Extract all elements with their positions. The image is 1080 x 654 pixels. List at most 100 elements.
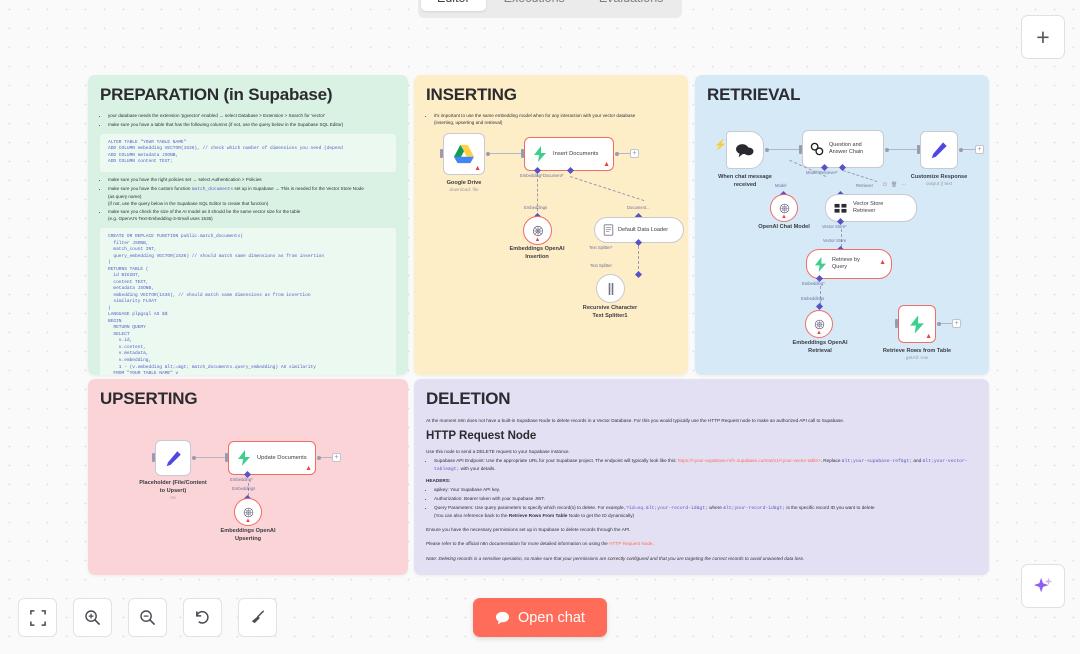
splitter-icon — [608, 282, 613, 295]
node-retrieve-by-query[interactable]: Retrieve by Query ▲ — [806, 249, 892, 279]
warning-icon: ▲ — [781, 214, 787, 220]
output-port[interactable] — [937, 322, 941, 326]
node-embeddings-openai-upserting[interactable]: ▲ — [234, 498, 262, 526]
endpoint-url[interactable]: https://<your-supabase-ref>.supabase.co/… — [677, 458, 821, 464]
output-port[interactable] — [615, 152, 619, 156]
node-hover-toolbar[interactable]: ⏻ 🗑 ⋯ — [883, 182, 906, 188]
node-label-text-splitter-2: Text Splitter1 — [592, 313, 628, 319]
pencil-icon — [931, 142, 947, 159]
node-recursive-text-splitter[interactable] — [596, 274, 625, 303]
input-port[interactable] — [440, 149, 443, 158]
node-openai-chat-model[interactable]: ▲ — [770, 194, 798, 222]
list-item: make sure you have the custom function m… — [108, 186, 396, 208]
open-chat-button[interactable]: Open chat — [473, 598, 607, 637]
connector-label: Embedding*Document* — [520, 173, 564, 178]
node-embeddings-openai-retrieval[interactable]: ▲ — [805, 310, 833, 338]
list-item: make sure you have a table that has the … — [108, 122, 396, 129]
connector — [963, 149, 975, 150]
node-update-documents[interactable]: Update Documents ▲ — [228, 441, 316, 475]
node-title-update-documents: Update Documents — [257, 455, 307, 461]
text: make sure you have the custom function — [108, 185, 192, 191]
code-query-param-2: &lt;your-record-id&gt; — [723, 506, 786, 512]
node-placeholder-upsert[interactable] — [155, 440, 191, 476]
output-port[interactable] — [885, 148, 889, 152]
node-chat-trigger[interactable] — [726, 131, 764, 169]
zoom-out-button[interactable] — [128, 598, 167, 637]
editor-tabbar: Editor Executions Evaluations — [418, 0, 683, 18]
preparation-sql-match-documents: CREATE OR REPLACE FUNCTION public.match_… — [100, 228, 396, 375]
warning-icon: ▲ — [474, 165, 481, 172]
output-port[interactable] — [317, 456, 321, 460]
add-node-button[interactable]: + — [1021, 15, 1065, 59]
sticky-note-deletion[interactable]: DELETION At the moment n8n does not have… — [414, 379, 989, 575]
tab-editor[interactable]: Editor — [421, 0, 486, 12]
deletion-headers-list: apikey: Your Supabase API key. Authoriza… — [426, 486, 977, 519]
undo-icon — [196, 610, 209, 624]
input-port[interactable] — [152, 453, 155, 462]
code-vector-table: &lt;your-vector-table&gt; — [434, 459, 968, 473]
node-insert-documents[interactable]: Insert Documents ▲ — [524, 137, 614, 171]
connector-label: Vector Store* — [822, 224, 847, 229]
warning-icon: ▲ — [925, 333, 932, 340]
openai-icon — [779, 203, 789, 213]
output-port[interactable] — [486, 152, 490, 156]
text: (You can also reference back to the — [434, 513, 509, 519]
node-vector-store-retriever[interactable]: Vector Store Retriever — [825, 194, 917, 222]
node-google-drive[interactable]: ▲ — [443, 133, 485, 175]
sticky-note-preparation[interactable]: PREPARATION (in Supabase) your database … — [88, 75, 408, 375]
input-port[interactable] — [225, 453, 228, 462]
output-port[interactable] — [192, 456, 196, 460]
input-port[interactable] — [895, 319, 898, 328]
node-label-embeddings-insertion-2: Insertion — [525, 254, 549, 260]
input-port[interactable] — [799, 145, 802, 154]
zoom-in-button[interactable] — [73, 598, 112, 637]
node-qa-chain[interactable]: Question and Answer Chain — [802, 130, 884, 168]
add-node-port[interactable]: + — [975, 145, 984, 154]
text: Retriever — [853, 208, 876, 214]
tidy-up-button[interactable] — [238, 598, 277, 637]
add-node-port[interactable]: + — [630, 149, 639, 158]
node-title-default-data-loader: Default Data Loader — [618, 227, 669, 233]
node-label-openai-chat-model: OpenAI Chat Model — [758, 224, 810, 230]
more-icon[interactable]: ⋯ — [901, 182, 907, 188]
openai-icon — [814, 319, 824, 329]
fit-to-view-button[interactable] — [18, 598, 57, 637]
node-sub-placeholder: no — [170, 496, 176, 501]
warning-icon: ▲ — [305, 465, 312, 472]
node-customize-response[interactable] — [920, 131, 958, 169]
node-title-retrieve-by-query: Retrieve by Query — [832, 257, 860, 271]
add-node-port[interactable]: + — [332, 453, 341, 462]
connector — [889, 149, 919, 150]
add-node-port[interactable]: + — [952, 319, 961, 328]
node-embeddings-openai-insertion[interactable]: ▲ — [523, 216, 552, 245]
output-port[interactable] — [959, 148, 963, 152]
text: Vector Store — [853, 200, 884, 207]
warning-icon: ▲ — [245, 518, 251, 524]
list-item: make sure you have the right policies se… — [108, 177, 396, 184]
node-title-vector-store-retriever: Vector Store Retriever — [853, 201, 883, 215]
text: set up in Supabase → This is needed for … — [233, 185, 364, 191]
inserting-bullets: it's important to use the same embedding… — [426, 113, 676, 127]
text: Retrieve by — [832, 256, 860, 263]
deletion-use-note: Use this node to send a DELETE request t… — [426, 449, 570, 455]
node-retrieve-rows-from-table[interactable]: ▲ — [898, 305, 936, 343]
tab-executions[interactable]: Executions — [488, 0, 581, 11]
text: it's important to use the same embedding… — [434, 113, 636, 118]
power-icon[interactable]: ⏻ — [883, 182, 887, 188]
input-port[interactable] — [521, 149, 524, 158]
text: Query — [832, 264, 847, 270]
input-port[interactable] — [917, 145, 920, 154]
trash-icon[interactable]: 🗑 — [890, 182, 898, 188]
tab-evaluations[interactable]: Evaluations — [583, 0, 680, 11]
output-port[interactable] — [765, 148, 769, 152]
code-query-param-1: ?id=eq.&lt;your-record-id&gt; — [626, 506, 708, 512]
text: Supabase API Endpoint: Use the appropria… — [434, 458, 678, 464]
list-item: it's important to use the same embedding… — [434, 113, 676, 127]
reset-zoom-button[interactable] — [183, 598, 222, 637]
ai-assistant-button[interactable] — [1021, 564, 1065, 608]
http-request-node-link[interactable]: HTTP Request Node — [609, 541, 653, 547]
plus-icon: + — [1036, 23, 1050, 50]
list-item: Supabase API Endpoint: Use the appropria… — [434, 457, 977, 473]
deletion-intro: At the moment n8n does not have a built-… — [426, 418, 845, 423]
